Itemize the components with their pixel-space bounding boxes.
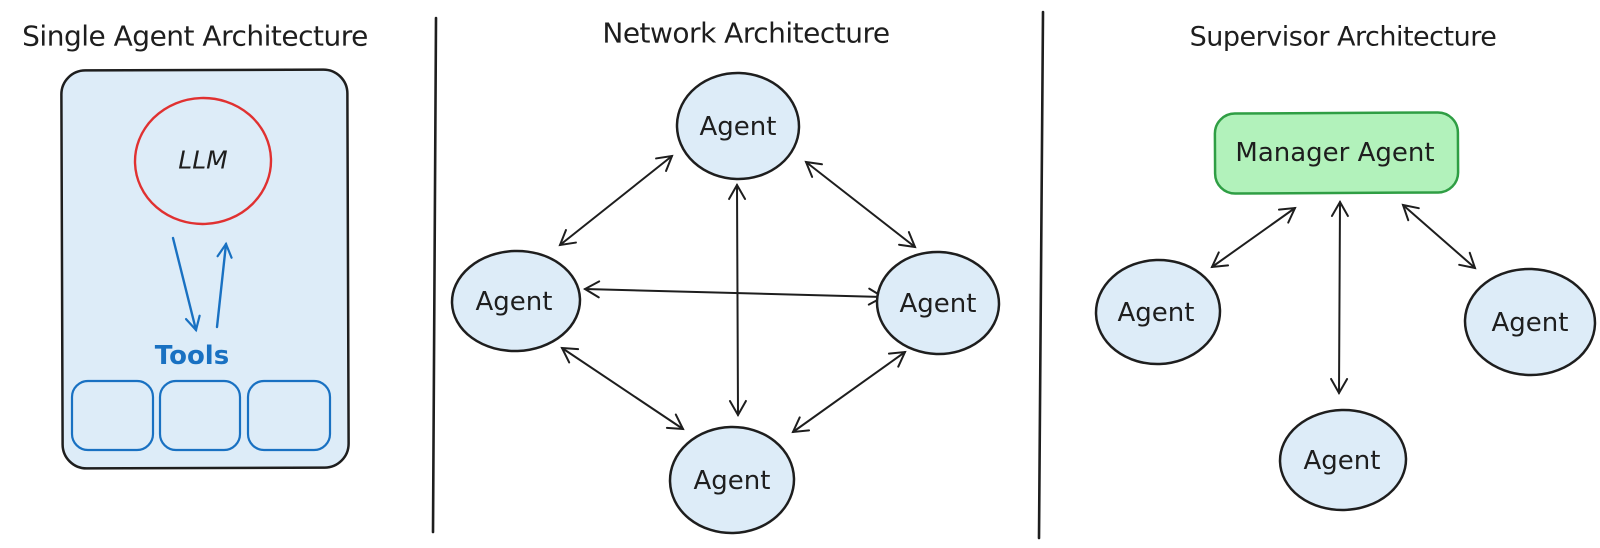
supervisor-agent-right-label: Agent — [1492, 308, 1569, 338]
manager-agent-label: Manager Agent — [1235, 138, 1434, 168]
panel-network: Network Architecture Agent Agent Agent A… — [450, 17, 1001, 535]
network-agent-right-label: Agent — [900, 289, 977, 319]
network-agent-top-node — [675, 71, 801, 181]
edge-manager-left — [1210, 206, 1297, 269]
panel-divider-left — [431, 16, 438, 534]
single-agent-title: Single Agent Architecture — [22, 20, 368, 53]
edge-manager-right — [1401, 203, 1477, 270]
tools-label: Tools — [155, 341, 229, 371]
manager-agent-box — [1213, 111, 1460, 195]
network-agent-left-node — [450, 249, 582, 353]
supervisor-title: Supervisor Architecture — [1190, 22, 1497, 53]
network-agent-top-label: Agent — [700, 112, 777, 142]
supervisor-agent-left-label: Agent — [1118, 298, 1195, 328]
network-agent-right-node — [875, 250, 1001, 356]
edge-top-right — [804, 160, 917, 249]
agent-container-box — [60, 68, 350, 470]
panel-single-agent: Single Agent Architecture LLM Tools — [22, 20, 368, 470]
supervisor-agent-bottom-node — [1278, 408, 1408, 512]
llm-label: LLM — [178, 146, 227, 175]
edge-left-right — [582, 280, 886, 306]
edge-manager-bottom — [1330, 199, 1349, 396]
network-agent-bottom-node — [668, 425, 796, 535]
network-agent-bottom-label: Agent — [694, 466, 771, 496]
tool-slot-3 — [246, 379, 332, 452]
network-title: Network Architecture — [602, 17, 889, 50]
llm-circle — [133, 96, 273, 226]
supervisor-agent-bottom-label: Agent — [1304, 446, 1381, 476]
tool-slot-2 — [158, 379, 242, 452]
panel-divider-right — [1037, 10, 1045, 540]
network-agent-left-label: Agent — [476, 287, 553, 317]
edge-left-bottom — [560, 346, 685, 431]
arrow-tools-to-llm — [215, 241, 233, 329]
tool-slot-1 — [70, 379, 155, 452]
supervisor-agent-left-node — [1094, 258, 1222, 366]
arrow-llm-to-tools — [171, 236, 201, 333]
edge-right-bottom — [791, 350, 907, 434]
supervisor-agent-right-node — [1463, 267, 1597, 377]
edge-top-bottom — [728, 182, 747, 418]
edge-top-left — [558, 154, 674, 247]
panel-supervisor: Supervisor Architecture Manager Agent Ag… — [1094, 22, 1597, 512]
